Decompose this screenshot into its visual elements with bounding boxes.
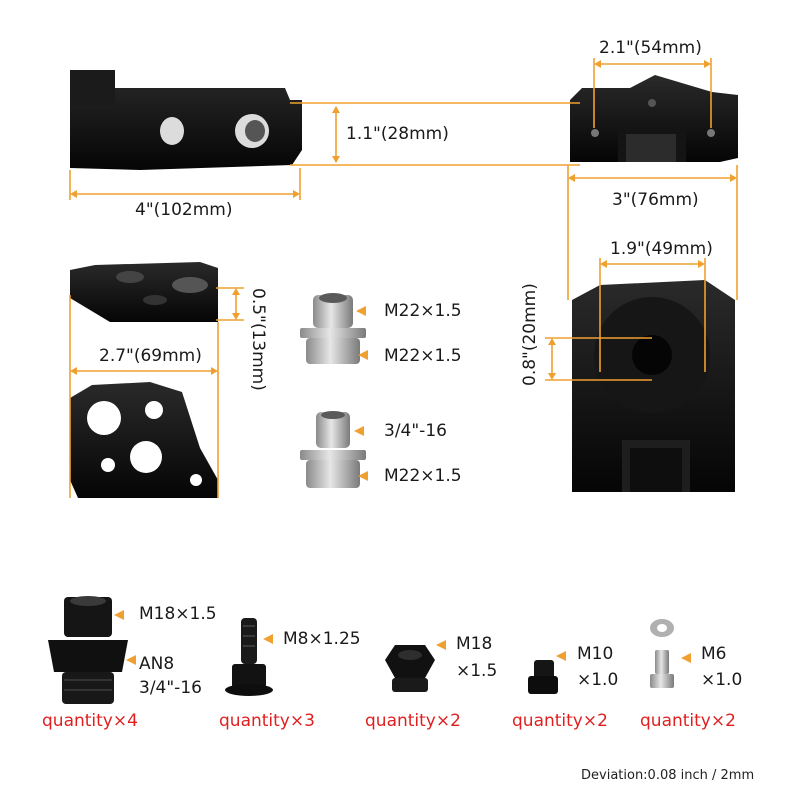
part5-pitch-label: ×1.0 [701, 670, 743, 690]
part5-quantity: quantity×2 [640, 711, 736, 731]
side-port-small [160, 117, 184, 145]
adapter2-bottom-thread-label: M22×1.5 [384, 466, 462, 486]
part5-thread-label: M6 [701, 644, 727, 664]
port-spacing-label: 1.9"(49mm) [610, 239, 713, 259]
adapter1-bottom-thread-label: M22×1.5 [384, 346, 462, 366]
part3-quantity: quantity×2 [365, 711, 461, 731]
bolt-icon [225, 618, 273, 696]
length-dimension-label: 4"(102mm) [135, 200, 233, 220]
part3-thread-label: M18 [456, 634, 493, 654]
part3-pitch-label: ×1.5 [456, 661, 498, 681]
hex-plug-icon [385, 645, 435, 692]
part4-pitch-label: ×1.0 [577, 670, 619, 690]
adapter1-top-thread-label: M22×1.5 [384, 301, 462, 321]
deviation-note: Deviation:0.08 inch / 2mm [581, 768, 755, 783]
adapter-m22-m22 [300, 293, 366, 364]
part4-thread-label: M10 [577, 644, 614, 664]
dimension-lines [69, 58, 738, 665]
part2-quantity: quantity×3 [219, 711, 315, 731]
screw-washer-icon [650, 619, 674, 688]
width-dimension-label: 3"(76mm) [612, 190, 699, 210]
plate-face-view [70, 382, 218, 498]
part2-thread-label: M8×1.25 [283, 629, 361, 649]
hole-spacing-label: 2.1"(54mm) [599, 38, 702, 58]
height-dimension-label: 1.1"(28mm) [346, 124, 449, 144]
adapter-3-4-16-m22 [300, 411, 366, 488]
small-plug-icon [528, 660, 558, 694]
top-block-side-view [70, 70, 302, 170]
part1-an-label: AN8 [139, 654, 175, 674]
part4-quantity: quantity×2 [512, 711, 608, 731]
block-front-view [572, 280, 735, 492]
part1-quantity: quantity×4 [42, 711, 138, 731]
part1-unf-label: 3/4"-16 [139, 678, 202, 698]
part1-thread-label: M18×1.5 [139, 604, 217, 624]
top-block-end-view [570, 75, 738, 162]
plate-side-view [70, 262, 218, 322]
plate-width-label: 2.7"(69mm) [99, 346, 202, 366]
port-offset-label: 0.8"(20mm) [520, 283, 540, 386]
adapter2-top-thread-label: 3/4"-16 [384, 421, 447, 441]
plate-thickness-label: 0.5"(13mm) [248, 288, 268, 391]
an8-fitting-icon [48, 596, 128, 704]
